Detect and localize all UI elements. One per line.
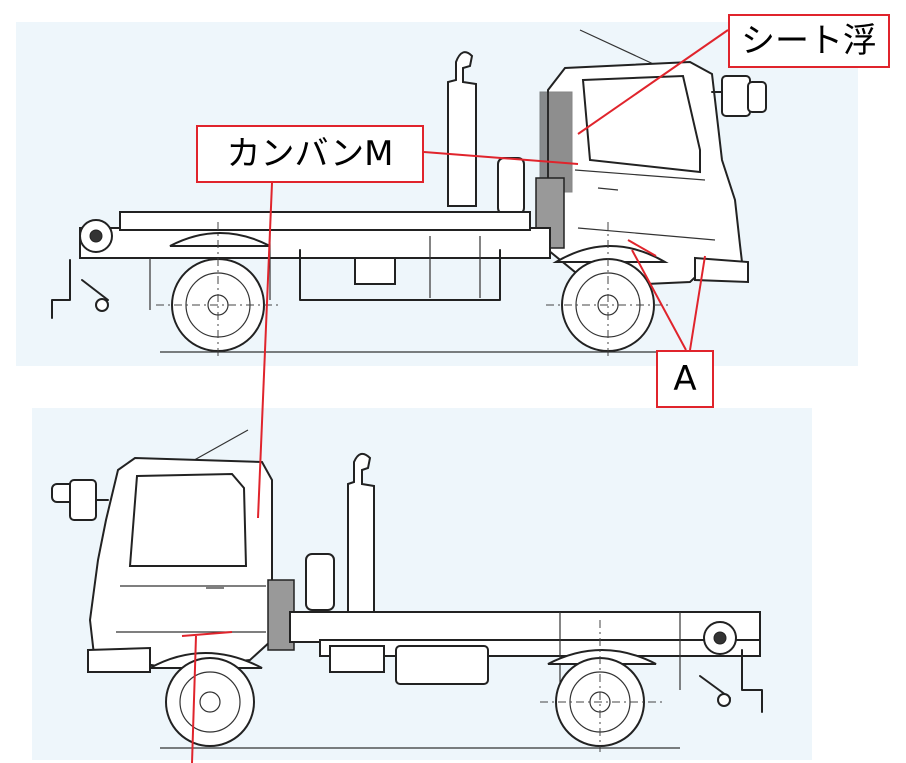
- bottom-truck-drawing: [51, 429, 763, 752]
- callout-sheet-float: シート浮: [728, 14, 890, 68]
- callout-kanban-m: カンバンM: [196, 125, 424, 183]
- leader-lines: [181, 29, 729, 763]
- callout-point-a: A: [656, 350, 714, 408]
- top-truck-drawing: [51, 29, 767, 356]
